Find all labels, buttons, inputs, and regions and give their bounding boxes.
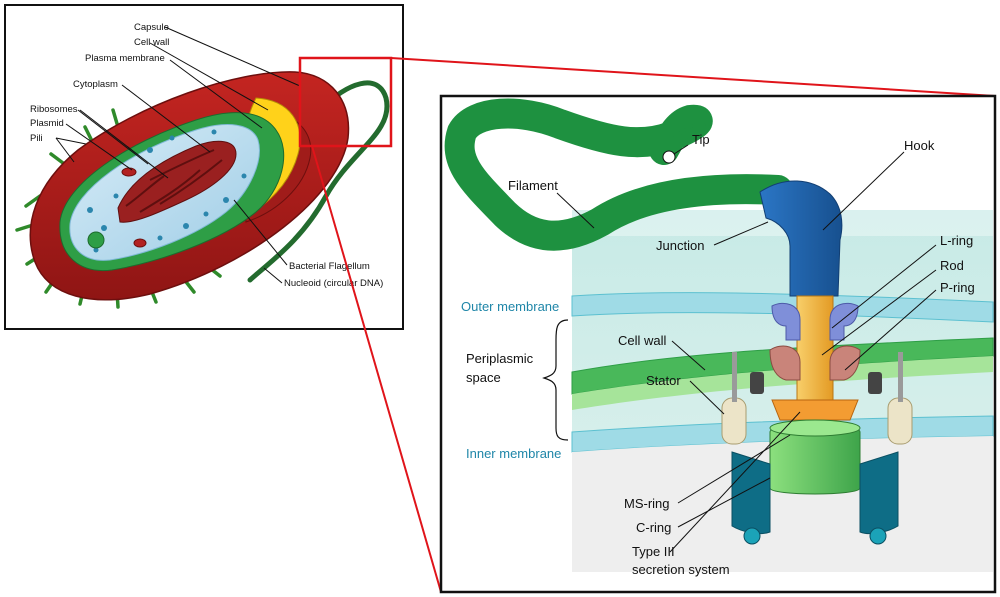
label-outer-membrane: Outer membrane: [461, 299, 559, 314]
label-type-iii: Type III: [632, 544, 675, 559]
c-ring: [731, 451, 899, 545]
zoom-connector-bottom: [311, 145, 442, 593]
label-cell-wall: Cell wall: [134, 37, 169, 48]
label-ms-ring: MS-ring: [624, 496, 670, 511]
label-capsule: Capsule: [134, 22, 169, 33]
label-periplasmic: Periplasmic: [466, 351, 534, 366]
filament-tip: [662, 150, 676, 164]
ribosomes: [87, 129, 247, 253]
rod: [796, 295, 834, 409]
label-c-ring: C-ring: [636, 520, 671, 535]
zoom-box: [298, 56, 393, 148]
label-plasma-membrane: Plasma membrane: [85, 53, 165, 64]
label-l-ring: L-ring: [940, 233, 973, 248]
label-space: space: [466, 370, 501, 385]
inclusion-granule: [87, 231, 105, 249]
periplasmic-brace: [542, 319, 569, 441]
zoom-connector-top: [390, 57, 996, 97]
label-bacterial-flagellum: Bacterial Flagellum: [289, 261, 370, 272]
bacterium-cell: [15, 71, 390, 309]
label-tip: Tip: [692, 132, 710, 147]
filament-thin-end: [658, 122, 706, 152]
flagellum-leader-lines: [556, 144, 937, 553]
label-nucleoid: Nucleoid (circular DNA): [284, 278, 383, 289]
ms-ring-top: [769, 419, 861, 437]
label-stator: Stator: [646, 373, 681, 388]
label-pili: Pili: [30, 133, 43, 144]
flagellum-detail: [444, 98, 994, 572]
nucleoid-dna: [117, 140, 237, 223]
label-p-ring: P-ring: [940, 280, 975, 295]
plasmid: [121, 167, 137, 177]
flagellum-labels: Tip Hook Filament Junction L-ring Rod P-…: [461, 132, 975, 577]
cell-labels: Capsule Cell wall Plasma membrane Cytopl…: [30, 22, 383, 289]
hook: [759, 180, 843, 297]
label-junction: Junction: [656, 238, 704, 253]
label-filament: Filament: [508, 178, 558, 193]
cell-leader-lines: [55, 26, 301, 284]
plasmid: [133, 238, 147, 248]
stator: [721, 352, 913, 445]
label-ribosomes: Ribosomes: [30, 104, 78, 115]
label-secretion-system: secretion system: [632, 562, 730, 577]
label-cytoplasm: Cytoplasm: [73, 79, 118, 90]
label-hook: Hook: [904, 138, 935, 153]
p-ring: [769, 345, 861, 381]
label-cell-wall-detail: Cell wall: [618, 333, 667, 348]
stator-anchors: [750, 372, 882, 394]
label-inner-membrane: Inner membrane: [466, 446, 561, 461]
export-apparatus: [771, 399, 859, 421]
cell-wall-band-light: [572, 356, 993, 410]
label-plasmid: Plasmid: [30, 118, 64, 129]
label-rod: Rod: [940, 258, 964, 273]
